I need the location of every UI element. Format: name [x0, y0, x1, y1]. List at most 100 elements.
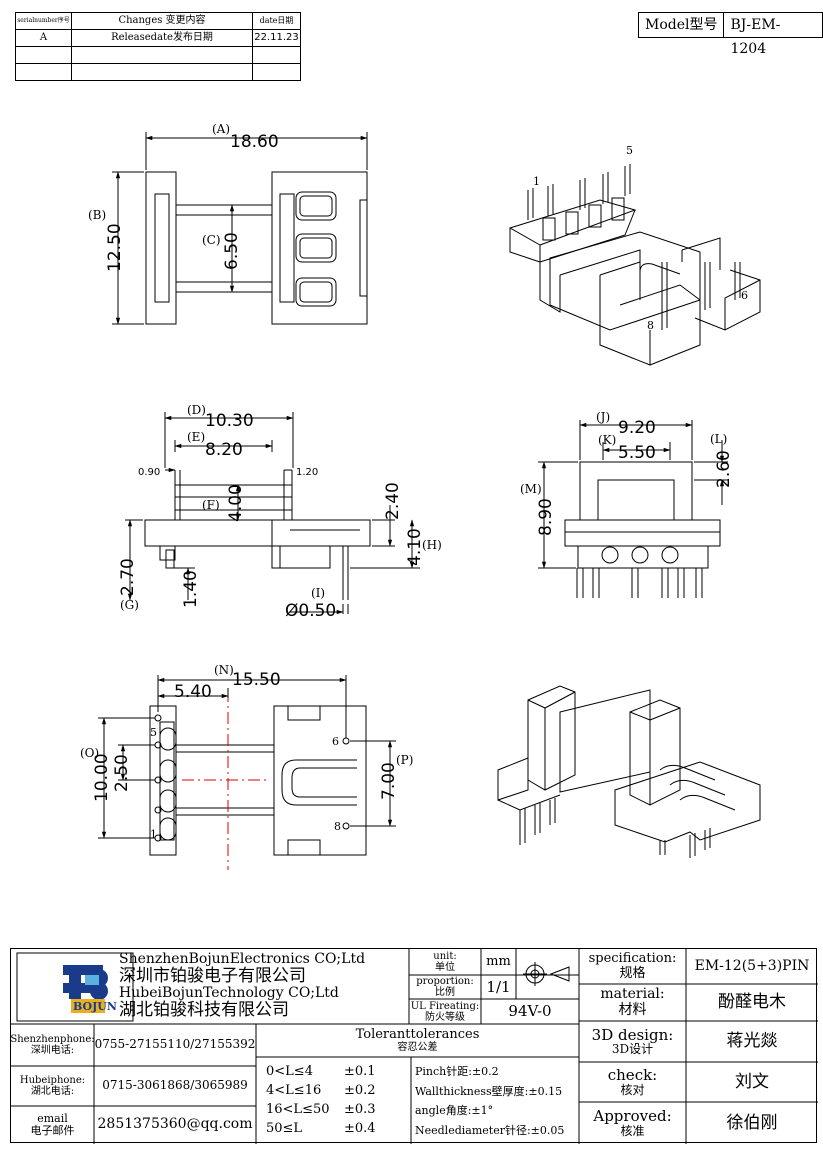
- wall-note: Wallthickness壁厚度:±0.15: [415, 1084, 563, 1098]
- dim-e: 8.20: [205, 440, 243, 460]
- email-label-cell: email 电子邮件: [11, 1106, 94, 1144]
- sz-phone-label-cell: Shenzhenphone: 深圳电话:: [10, 1024, 94, 1066]
- material-label: material:: [600, 986, 665, 1003]
- material-value: 酚醛电木: [718, 992, 786, 1013]
- tolerance-row: 50≤L ±0.4: [266, 1119, 406, 1138]
- tolerance-value: ±0.2: [344, 1083, 376, 1098]
- tag-i: (I): [311, 586, 325, 600]
- company-block: ShenzhenBojunElectronics CO;Ltd 深圳市铂骏电子有…: [119, 950, 404, 1021]
- pin-label: 5: [150, 726, 157, 739]
- proportion-label-cell: proportion: 比例: [409, 975, 481, 999]
- logo: BOJUN: [63, 965, 117, 1013]
- spec-label-cell: specification: 规格: [579, 949, 686, 984]
- dim-h: 4.10: [405, 528, 425, 566]
- dim-o: 10.00: [92, 753, 112, 802]
- tag-h: (H): [422, 538, 442, 552]
- logo-text: BOJUN: [73, 1000, 117, 1013]
- dim-p: 7.00: [379, 762, 399, 800]
- needle-note: Needlediameter针径:±0.05: [415, 1123, 565, 1137]
- revision-table: serialnumber序号 Changes 变更内容 date日期 A Rel…: [15, 12, 301, 81]
- spec-value: EM-12(5+3)PIN: [694, 957, 810, 974]
- iso-pin-label: 1: [533, 175, 540, 188]
- dim-m: 8.90: [536, 498, 556, 536]
- tolerance-value: ±0.3: [344, 1102, 376, 1117]
- hb-phone-label: Hubeiphone:: [19, 1075, 86, 1086]
- spec-label: specification:: [588, 951, 677, 967]
- tag-m: (M): [520, 482, 542, 496]
- ul-label-cell: UL Fireating: 防火等级: [409, 999, 481, 1024]
- check-label-cell: check: 核对: [579, 1062, 686, 1102]
- iso-view-top: [509, 164, 761, 366]
- design-value: 蒋光燚: [726, 1031, 778, 1052]
- ul-value: 94V-0: [508, 1002, 552, 1021]
- sz-phone: 0755-27155110/27155392: [94, 1037, 256, 1052]
- tag-p: (P): [396, 753, 413, 767]
- dim-b: 12.50: [105, 223, 125, 272]
- dim-small-right: 1.20: [296, 467, 318, 478]
- dim-k: 5.50: [618, 443, 656, 463]
- dim-n: 15.50: [232, 670, 281, 690]
- tag-d: (D): [187, 403, 206, 417]
- approved-label-cn: 核准: [620, 1123, 645, 1138]
- tolerance-range: 0<L≤4: [266, 1064, 313, 1079]
- tolerance-row: 0<L≤4 ±0.1: [266, 1062, 406, 1081]
- drawing-sheet: (A) 18.60 (B) 12.50 (C) 6.50 (D) 10.30 (…: [80, 122, 761, 870]
- company-cn-2: 湖北铂骏科技有限公司: [119, 1000, 289, 1021]
- model-box: Model型号 BJ-EM-1204: [638, 12, 823, 57]
- tag-f: (F): [202, 498, 220, 512]
- dim-l: 2.60: [714, 450, 734, 488]
- dim-f: 4.00: [226, 484, 246, 522]
- dim-d: 10.30: [205, 411, 254, 431]
- tolerance-range: 50≤L: [266, 1121, 303, 1136]
- iso-pin-label: 5: [626, 144, 633, 157]
- tolerance-title: Toleranttolerances: [355, 1026, 480, 1042]
- side-view: [125, 412, 420, 615]
- tolerance-notes: Pinch针距:±0.2 Wallthickness壁厚度:±0.15 angl…: [415, 1062, 577, 1140]
- pin-label: 1: [150, 828, 157, 841]
- ul-label-cn: 防火等级: [425, 1011, 465, 1023]
- proportion-label-cn: 比例: [435, 987, 455, 998]
- tolerance-range: 4<L≤16: [266, 1083, 322, 1098]
- unit-label: unit:: [433, 951, 457, 962]
- spec-label-cn: 规格: [619, 965, 646, 981]
- proportion-value: 1/1: [486, 977, 511, 996]
- tag-g: (G): [120, 598, 139, 612]
- dim-small-left: 0.90: [138, 467, 160, 478]
- dim-2-40: 2.40: [383, 482, 403, 520]
- email-label-cn: 电子邮件: [30, 1124, 75, 1137]
- pinch-note: Pinch针距:±0.2: [415, 1065, 499, 1078]
- dim-5-40: 5.40: [174, 682, 212, 702]
- tolerance-value: ±0.4: [344, 1121, 376, 1136]
- unit-value: mm: [486, 953, 511, 969]
- model-label: Model型号: [645, 17, 718, 33]
- dim-g: 2.70: [118, 558, 138, 596]
- angle-note: angle角度:±1°: [415, 1104, 494, 1117]
- tag-l: (L): [710, 432, 727, 446]
- material-label-cn: 材料: [618, 1001, 647, 1018]
- title-block: BOJUN ShenzhenBojunElectronics CO;Ltd 深圳…: [10, 948, 818, 1144]
- model-value: BJ-EM-1204: [723, 13, 822, 57]
- approved-label-cell: Approved: 核准: [579, 1102, 686, 1144]
- tag-c: (C): [202, 233, 221, 247]
- tolerance-value: ±0.1: [344, 1064, 376, 1079]
- email: 2851375360@qq.com: [97, 1116, 253, 1133]
- tag-k: (K): [598, 433, 616, 447]
- projection-symbol: [523, 962, 570, 986]
- tag-n: (N): [214, 663, 234, 677]
- tag-b: (B): [88, 208, 106, 222]
- sz-phone-label-cn: 深圳电话:: [30, 1045, 75, 1056]
- company-en-1: ShenzhenBojunElectronics CO;Ltd: [119, 950, 366, 967]
- dim-c: 6.50: [222, 232, 242, 270]
- dim-j: 9.20: [618, 418, 656, 438]
- tolerance-range: 16<L≤50: [266, 1102, 330, 1117]
- check-value: 刘文: [735, 1071, 769, 1092]
- design-label-cn: 3D设计: [611, 1042, 654, 1057]
- tolerance-row: 4<L≤16 ±0.2: [266, 1081, 406, 1100]
- front-view: [538, 420, 728, 598]
- approved-value: 徐伯刚: [726, 1112, 778, 1133]
- company-cn-1: 深圳市铂骏电子有限公司: [119, 966, 306, 987]
- ul-label: UL Fireating:: [410, 1000, 480, 1012]
- check-label: check:: [607, 1066, 658, 1085]
- top-view: [112, 132, 368, 325]
- tag-e: (E): [187, 430, 205, 444]
